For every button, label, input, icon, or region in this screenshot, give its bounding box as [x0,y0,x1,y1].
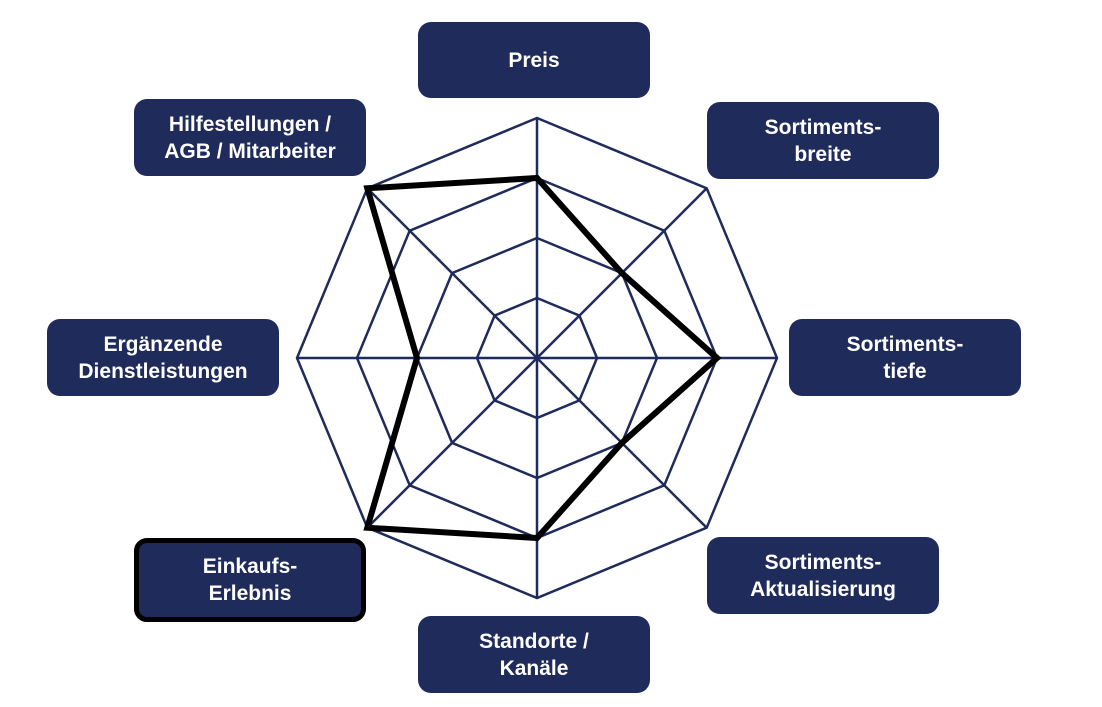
axis-label-text: Einkaufs- Erlebnis [202,555,298,605]
axis-label-text: Sortiments- Aktualisierung [750,550,896,601]
grid-spoke-7 [366,187,538,359]
profile-line [363,174,722,542]
axis-label-sortimentsbreite: Sortiments- breite [707,102,939,179]
axis-label-text: Ergänzende Dienstleistungen [78,332,248,383]
axis-label-text: Hilfestellungen / AGB / Mitarbeiter [164,112,336,163]
axis-label-hilfestellungen: Hilfestellungen / AGB / Mitarbeiter [134,99,366,176]
axis-label-text: Sortiments- tiefe [846,332,964,383]
radar-profile [363,174,722,542]
axis-label-standorte-kanaele: Standorte / Kanäle [418,616,650,693]
axis-label-sortimentsaktualisierung: Sortiments- Aktualisierung [707,537,939,614]
axis-label-preis: Preis [418,22,650,98]
axis-label-ergaenzende-dienstleistungen: Ergänzende Dienstleistungen [47,319,279,396]
axis-label-text: Standorte / Kanäle [479,629,589,680]
axis-label-einkaufserlebnis: Einkaufs- Erlebnis [134,538,366,622]
axis-label-sortimentstiefe: Sortiments- tiefe [789,319,1021,396]
grid-spoke-5 [366,357,538,529]
axis-label-text: Sortiments- breite [764,115,882,166]
axis-label-text: Preis [508,48,560,72]
